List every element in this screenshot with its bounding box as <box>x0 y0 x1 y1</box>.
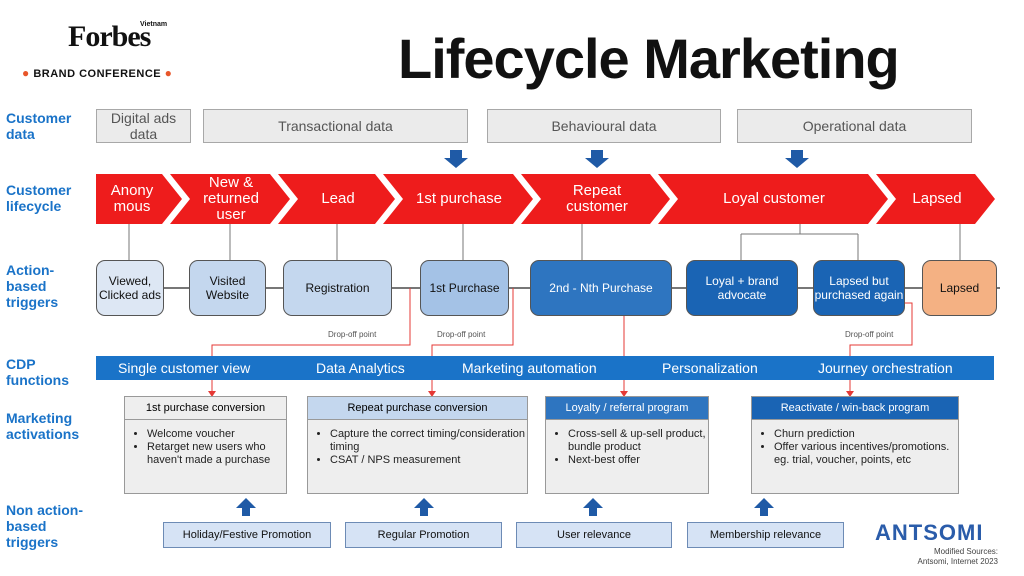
dropoff-label: Drop-off point <box>437 330 486 339</box>
cdp-journey-orchestration: Journey orchestration <box>818 360 953 376</box>
lifecycle-label-anonymous: Anony mous <box>110 182 154 215</box>
lifecycle-trigger-links <box>128 224 961 260</box>
activation-card-loyalty: Loyalty / referral program Cross-sell & … <box>545 396 709 494</box>
activation-item: Welcome voucher <box>147 428 286 441</box>
activation-item: Cross-sell & up-sell product, bundle pro… <box>568 428 708 454</box>
activation-list: Cross-sell & up-sell product, bundle pro… <box>546 428 708 467</box>
activation-list: Welcome voucher Retarget new users who h… <box>125 428 286 467</box>
up-arrow-icon <box>583 498 603 516</box>
forbes-vietnam-label: Vietnam <box>140 21 168 28</box>
row-label-marketing-activations: Marketing activations <box>6 410 80 442</box>
non-action-up-arrows <box>236 498 774 516</box>
lifecycle-chevron-lead <box>278 174 395 224</box>
trigger-nth-purchase: 2nd - Nth Purchase <box>530 260 672 316</box>
dropoff-label: Drop-off point <box>845 330 894 339</box>
activation-item: Churn prediction <box>774 428 958 441</box>
dropoff-label: Drop-off point <box>328 330 377 339</box>
cdp-functions-bar: Single customer view Data Analytics Mark… <box>96 356 994 380</box>
brand-conference-label: ● BRAND CONFERENCE ● <box>22 66 172 80</box>
data-source-behavioural: Behavioural data <box>487 109 721 143</box>
forbes-logo: Forbes <box>68 20 151 53</box>
source-note: Modified Sources: Antsomi, Internet 2023 <box>880 547 999 567</box>
antsomi-logo: ANTSOMI <box>875 520 984 545</box>
activation-item: CSAT / NPS measurement <box>330 454 527 467</box>
row-label-customer-data: Customer data <box>6 110 72 142</box>
lifecycle-label-loyal: Loyal customer <box>723 190 825 207</box>
row-label-customer-lifecycle: Customer lifecycle <box>6 182 72 214</box>
left-dot-icon: ● <box>22 66 30 80</box>
activation-item: Next-best offer <box>568 454 708 467</box>
down-arrow-icon <box>444 150 468 168</box>
row-label-action-triggers: Action-based triggers <box>6 262 59 310</box>
activation-card-title: Loyalty / referral program <box>546 397 708 420</box>
non-action-holiday-promotion: Holiday/Festive Promotion <box>163 522 331 548</box>
data-source-operational: Operational data <box>737 109 972 143</box>
down-arrow-icon <box>785 150 809 168</box>
lifecycle-chevron-first-purchase <box>383 174 533 224</box>
activation-card-title: 1st purchase conversion <box>125 397 286 420</box>
arrow-head-icon <box>428 391 436 397</box>
row-label-non-action-triggers: Non action-based triggers <box>6 502 83 550</box>
non-action-regular-promotion: Regular Promotion <box>345 522 502 548</box>
activation-item: Capture the correct timing/consideration… <box>330 428 527 454</box>
data-source-digital-ads: Digital ads data <box>96 109 191 143</box>
up-arrow-icon <box>754 498 774 516</box>
arrow-head-icon <box>208 391 216 397</box>
activation-list: Churn prediction Offer various incentive… <box>752 428 958 467</box>
lifecycle-label-new-user: New & returned user <box>203 174 259 223</box>
lifecycle-chevron-repeat <box>521 174 670 224</box>
cdp-marketing-automation: Marketing automation <box>462 360 597 376</box>
trigger-registration: Registration <box>283 260 392 316</box>
lifecycle-label-lapsed: Lapsed <box>912 190 962 207</box>
trigger-loyal-advocate: Loyal + brand advocate <box>686 260 798 316</box>
activation-list: Capture the correct timing/consideration… <box>308 428 527 467</box>
data-down-arrows <box>444 150 809 168</box>
arrow-head-icon <box>620 391 628 397</box>
trigger-lapsed: Lapsed <box>922 260 997 316</box>
lifecycle-label-first-purchase-text: 1st purchase <box>416 190 502 207</box>
lifecycle-chevron-loyal <box>658 174 888 224</box>
activation-card-repeat-purchase: Repeat purchase conversion Capture the c… <box>307 396 528 494</box>
cdp-data-analytics: Data Analytics <box>316 360 405 376</box>
cdp-single-customer-view: Single customer view <box>118 360 251 376</box>
page-title: Lifecycle Marketing <box>398 27 900 90</box>
cdp-personalization: Personalization <box>662 360 758 376</box>
lifecycle-chevron-new-user <box>170 174 290 224</box>
right-dot-icon: ● <box>164 66 173 80</box>
non-action-membership-relevance: Membership relevance <box>687 522 844 548</box>
down-arrow-icon <box>585 150 609 168</box>
source-note-line: Antsomi, Internet 2023 <box>917 557 999 566</box>
lifecycle-label-lead: Lead <box>321 190 355 207</box>
non-action-user-relevance: User relevance <box>516 522 672 548</box>
data-source-transactional: Transactional data <box>203 109 468 143</box>
activation-card-first-purchase: 1st purchase conversion Welcome voucher … <box>124 396 287 494</box>
activation-item: Retarget new users who haven't made a pu… <box>147 441 286 467</box>
lifecycle-chevron-lapsed <box>876 174 995 224</box>
source-note-line: Modified Sources: <box>933 547 998 556</box>
activation-card-reactivate: Reactivate / win-back program Churn pred… <box>751 396 959 494</box>
lifecycle-label-repeat: Repeat customer <box>566 182 628 215</box>
up-arrow-icon <box>414 498 434 516</box>
activation-card-title: Reactivate / win-back program <box>752 397 958 420</box>
trigger-viewed-ads: Viewed, Clicked ads <box>96 260 164 316</box>
activation-card-title: Repeat purchase conversion <box>308 397 527 420</box>
arrow-head-icon <box>846 391 854 397</box>
lifecycle-chevron-anonymous <box>96 174 182 224</box>
trigger-visited-website: Visited Website <box>189 260 266 316</box>
up-arrow-icon <box>236 498 256 516</box>
trigger-first-purchase: 1st Purchase <box>420 260 509 316</box>
brand-conference-text: BRAND CONFERENCE <box>33 68 162 80</box>
lifecycle-label-first-purchase: 1st purchase <box>403 174 515 224</box>
trigger-lapsed-repurchased: Lapsed but purchased again <box>813 260 905 316</box>
row-label-cdp-functions: CDP functions <box>6 356 69 388</box>
activation-item: Offer various incentives/promotions. eg.… <box>774 441 958 467</box>
